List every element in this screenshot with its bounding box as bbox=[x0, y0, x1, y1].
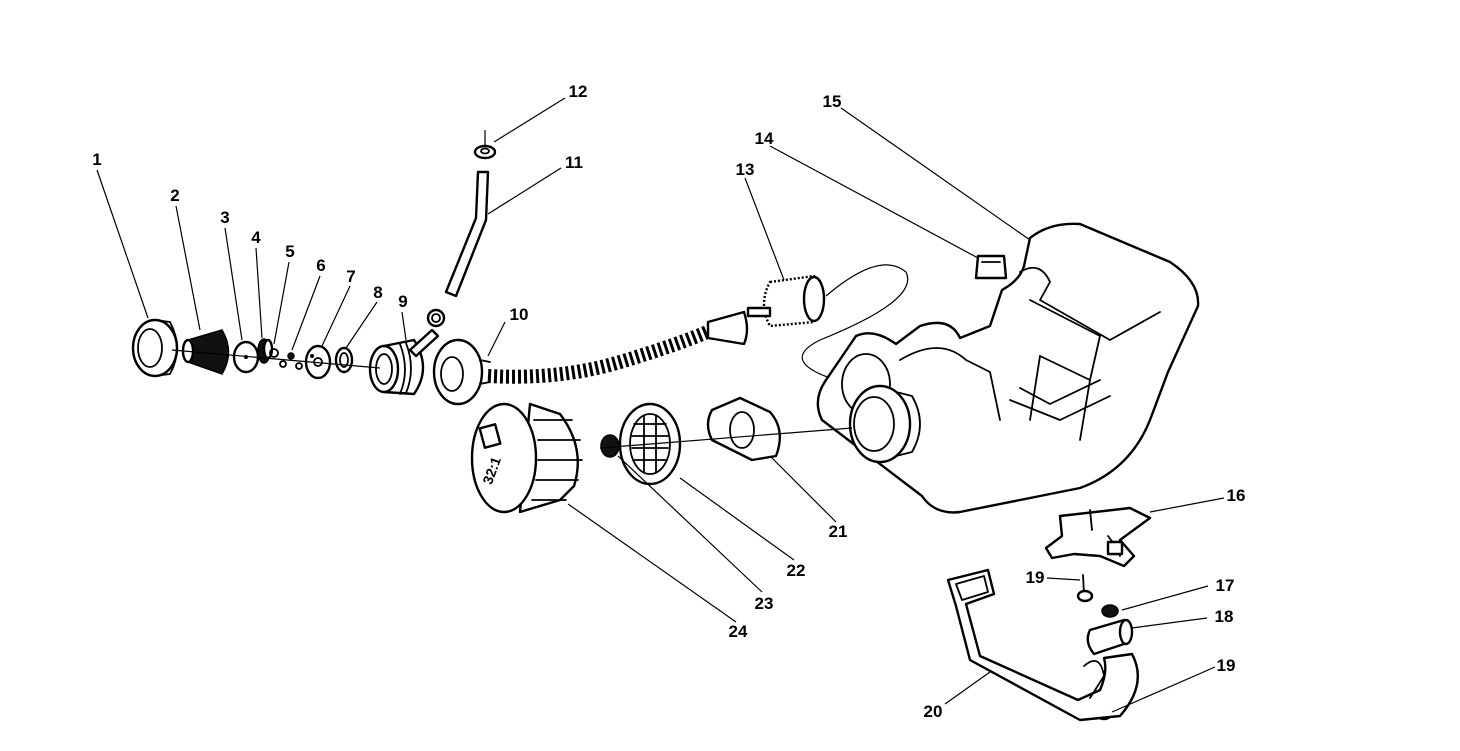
part-21-filler-neck bbox=[706, 396, 782, 462]
callout-13: 13 bbox=[736, 160, 755, 179]
callout-11: 11 bbox=[565, 153, 583, 172]
part-2-filter-element bbox=[181, 329, 230, 375]
part-9-valve-body bbox=[368, 328, 440, 396]
callout-22: 22 bbox=[787, 561, 806, 580]
part-12-cap bbox=[473, 144, 497, 160]
callout-20: 20 bbox=[924, 702, 943, 721]
part-20-strap bbox=[946, 568, 1139, 722]
part-11-tube bbox=[444, 170, 490, 298]
callout-4: 4 bbox=[251, 228, 261, 247]
callout-8: 8 bbox=[373, 283, 382, 302]
callout-2: 2 bbox=[170, 186, 179, 205]
callout-9: 9 bbox=[398, 292, 407, 311]
fuel-line-loop bbox=[801, 264, 909, 379]
part-23-plug bbox=[600, 434, 620, 458]
callout-6: 6 bbox=[316, 256, 325, 275]
part-13-fuel-filter bbox=[746, 274, 826, 328]
assembly-centerline-upper bbox=[171, 349, 381, 369]
part-6-o-rings bbox=[279, 352, 303, 370]
part-16-bracket bbox=[1044, 506, 1152, 568]
part-19-screw-upper bbox=[1076, 574, 1094, 603]
callout-21: 21 bbox=[829, 522, 848, 541]
part-15-fuel-tank bbox=[816, 222, 1200, 514]
callout-23: 23 bbox=[755, 594, 774, 613]
part-10-fuel-hose bbox=[487, 310, 749, 384]
part-24-fuel-cap: 32:1 bbox=[470, 402, 583, 514]
callout-7: 7 bbox=[346, 267, 355, 286]
callout-19-lower: 19 bbox=[1217, 656, 1236, 675]
callout-14: 14 bbox=[755, 129, 774, 148]
part-5-small-ring bbox=[269, 348, 279, 358]
callout-5: 5 bbox=[285, 242, 294, 261]
part-10-grommet bbox=[432, 338, 491, 406]
callout-1: 1 bbox=[92, 150, 101, 169]
tube-connector bbox=[426, 308, 446, 328]
callout-24: 24 bbox=[729, 622, 748, 641]
part-1-ring bbox=[131, 318, 179, 378]
callout-3: 3 bbox=[220, 208, 229, 227]
part-14-vent bbox=[974, 254, 1008, 280]
assembly-centerline-lower bbox=[599, 427, 853, 449]
part-17-nut bbox=[1101, 604, 1119, 618]
callout-18: 18 bbox=[1215, 607, 1234, 626]
callout-19-upper: 19 bbox=[1026, 568, 1045, 587]
part-8-washer bbox=[334, 346, 354, 374]
callout-16: 16 bbox=[1227, 486, 1246, 505]
part-18-sleeve bbox=[1086, 618, 1134, 656]
callout-17: 17 bbox=[1216, 576, 1235, 595]
callout-12: 12 bbox=[569, 82, 588, 101]
callout-15: 15 bbox=[823, 92, 842, 111]
callout-10: 10 bbox=[510, 305, 529, 324]
leader-lines bbox=[96, 97, 1225, 713]
